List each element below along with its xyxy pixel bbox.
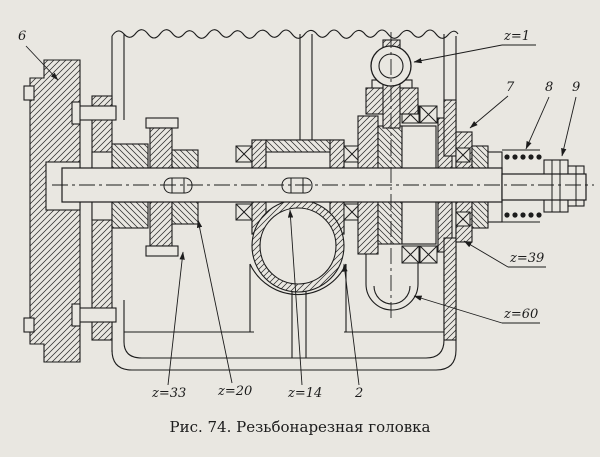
label-z39: z=39	[509, 251, 544, 266]
leader-8	[525, 96, 550, 150]
wheel-z60-outer	[365, 283, 419, 311]
leader-7	[469, 95, 509, 129]
leader-6	[25, 45, 59, 81]
wheel-z60-inner	[373, 285, 411, 305]
hub-top-band	[265, 139, 331, 153]
label-part-7: 7	[506, 80, 515, 95]
hub-ring-lower	[111, 201, 149, 229]
cradle-arc	[249, 263, 347, 296]
cover-bolt-bottom	[23, 317, 35, 333]
flange-bolt-head-bottom	[71, 303, 81, 327]
leader-9	[561, 96, 577, 157]
right-wall	[443, 99, 457, 341]
label-part-9: 9	[572, 80, 580, 95]
keyway-left	[163, 177, 193, 194]
leader-z1	[413, 44, 503, 64]
bearing	[455, 147, 471, 163]
label-z33: z=33	[151, 386, 186, 401]
flange-bolt-bottom	[77, 307, 117, 323]
gear-cap-top	[145, 117, 179, 129]
leader-z14	[287, 209, 303, 386]
break-line-wavy	[111, 29, 459, 39]
bearing	[419, 245, 438, 264]
right-gear-bearings	[401, 105, 438, 264]
spring-and-nut-details	[502, 149, 577, 223]
leader-z33	[167, 251, 185, 386]
label-z60: z=60	[503, 307, 538, 322]
bearing	[235, 203, 253, 221]
label-z1: z=1	[503, 29, 530, 44]
label-z20: z=20	[217, 384, 252, 399]
ball-gear-inner	[259, 207, 337, 285]
leader-z60	[413, 295, 503, 324]
center-hub-bearings	[235, 145, 361, 221]
bearing	[235, 145, 253, 163]
vertical-shaft-assembly	[365, 39, 419, 129]
flange-bolt-head-top	[71, 101, 81, 125]
leader-z39	[463, 240, 509, 268]
leader-z20	[196, 219, 233, 384]
label-z14: z=14	[287, 386, 322, 401]
bearing	[419, 105, 438, 124]
centerlines	[52, 32, 594, 322]
hub-ring-upper	[111, 143, 149, 171]
leader-2	[342, 263, 360, 386]
shaft-end-right	[501, 173, 587, 201]
bearing	[343, 203, 361, 221]
leader-lines	[25, 44, 577, 386]
label-part-2: 2	[354, 386, 363, 401]
keyway-center	[281, 177, 313, 194]
cover-bolt-top	[23, 85, 35, 101]
spring-8-bottom	[504, 212, 542, 218]
center-hub-assembly	[249, 139, 347, 332]
bearing	[343, 145, 361, 163]
bearing	[455, 211, 471, 227]
gear-cap-bottom	[145, 245, 179, 257]
label-part-8: 8	[545, 80, 553, 95]
bearing	[401, 245, 420, 264]
spring-8-top	[504, 154, 542, 160]
label-part-6: 6	[18, 29, 26, 44]
part-labels: 6 z=1 7 8 9 z=39 z=60 z=33 z=20 z=14 2	[18, 29, 580, 401]
figure-caption: Рис. 74. Резьбонарезная головка	[169, 418, 430, 436]
flange-bolt-top	[77, 105, 117, 121]
